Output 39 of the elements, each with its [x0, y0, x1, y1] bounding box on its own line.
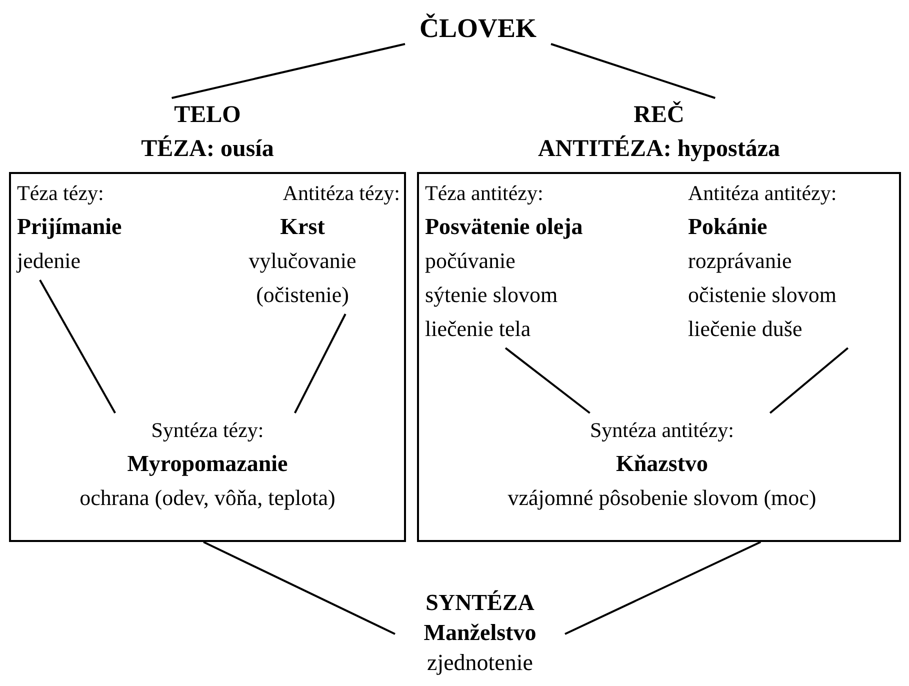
group-heading: TÉZA: ousía: [141, 134, 274, 164]
section-label: Téza tézy:: [17, 180, 104, 207]
connector-line: [769, 347, 849, 414]
connector-line: [39, 280, 116, 414]
connector-line: [564, 541, 762, 635]
connector-line: [203, 541, 396, 635]
description-text: očistenie slovom: [688, 281, 836, 309]
connector-line: [504, 347, 590, 414]
group-heading: REČ: [634, 100, 684, 130]
description-text: rozprávanie: [688, 247, 792, 275]
description-text: sýtenie slovom: [425, 281, 558, 309]
synthesis-heading: Manželstvo: [424, 619, 536, 647]
title-text: ČLOVEK: [419, 12, 537, 45]
sacrament-name: Myropomazanie: [127, 450, 288, 478]
synthesis-text: zjednotenie: [426, 649, 533, 677]
synthesis-heading: SYNTÉZA: [426, 589, 534, 617]
description-text: (očistenie): [256, 281, 349, 309]
section-label: Syntéza antitézy:: [590, 417, 734, 444]
description-text: liečenie duše: [688, 315, 802, 343]
section-label: Antitéza antitézy:: [688, 180, 837, 207]
description-text: liečenie tela: [425, 315, 531, 343]
sacrament-name: Kňazstvo: [616, 450, 708, 478]
sacrament-name: Posvätenie oleja: [425, 213, 583, 241]
sacrament-name: Prijímanie: [17, 213, 122, 241]
description-text: vzájomné pôsobenie slovom (moc): [508, 484, 816, 512]
description-text: počúvanie: [425, 247, 516, 275]
section-label: Antitéza tézy:: [282, 180, 400, 207]
group-heading: TELO: [174, 101, 241, 130]
connector-line: [172, 43, 406, 99]
sacrament-name: Krst: [280, 213, 325, 241]
section-label: Téza antitézy:: [425, 180, 544, 207]
description-text: jedenie: [17, 247, 81, 275]
connector-line: [294, 314, 346, 414]
description-text: ochrana (odev, vôňa, teplota): [80, 484, 336, 512]
sacrament-name: Pokánie: [688, 213, 768, 241]
description-text: vylučovanie: [248, 247, 356, 275]
group-heading: ANTITÉZA: hypostáza: [538, 134, 780, 164]
connector-line: [550, 43, 716, 99]
section-label: Syntéza tézy:: [151, 417, 264, 444]
